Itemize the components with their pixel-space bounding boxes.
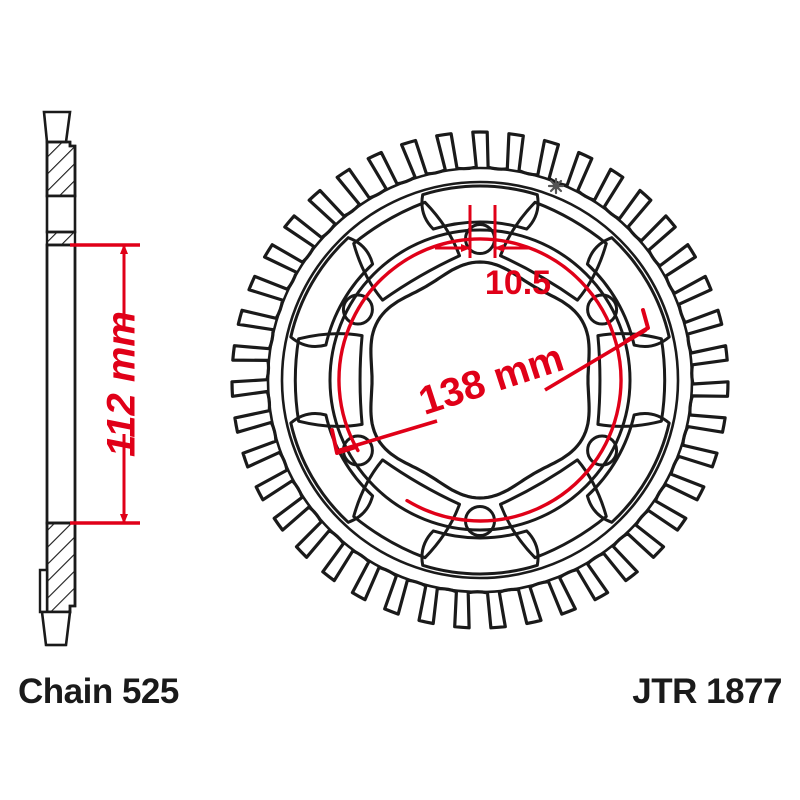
dimension-text-138: 138 mm (414, 336, 569, 424)
lightening-window (499, 458, 608, 560)
bolt-hole (341, 293, 374, 326)
rim-inner-circle (280, 180, 680, 580)
side-top-band (45, 194, 77, 234)
rim-scallop-window (585, 236, 671, 348)
lightening-window (596, 332, 667, 428)
side-top-ledge (45, 230, 77, 247)
part-number-label: JTR 1877 (632, 672, 782, 711)
rim-scallop-window (289, 236, 375, 348)
lightening-window (499, 200, 608, 302)
dimension-text-10-5: 10.5 (485, 264, 551, 302)
dim-arrow-138-left (330, 428, 358, 455)
rim-scallop-window (420, 529, 540, 576)
rim-scallop-window (585, 412, 671, 524)
side-top-tooth-tip (42, 110, 72, 144)
asterisk-mark (547, 177, 565, 195)
dimension-112mm: 112 mm (70, 243, 144, 525)
bolt-hole (586, 434, 619, 467)
side-bottom-section (45, 521, 77, 614)
dim-arrow-138-right (624, 308, 650, 343)
hub-boss-outer-circle (328, 228, 632, 532)
bolt-circle-arc (337, 237, 623, 523)
side-top-section (45, 140, 77, 198)
lightening-window (293, 332, 364, 428)
rim-scallop-window (420, 184, 540, 231)
side-profile-view: 112 mm (38, 110, 144, 647)
tooth-root-circle (266, 166, 694, 594)
lightening-window (352, 200, 461, 302)
side-web-plate (45, 243, 77, 525)
dimension-text-112: 112 mm (100, 311, 144, 457)
face-view: 138 mm 10.5 (230, 130, 730, 630)
side-bottom-tooth-tip (40, 610, 72, 647)
lightening-cutouts (293, 200, 667, 560)
center-bore-outline (369, 260, 591, 500)
dimension-10-5: 10.5 (435, 205, 551, 302)
side-bottom-step (38, 568, 49, 614)
bolt-hole (586, 293, 619, 326)
chain-size-label: Chain 525 (18, 672, 179, 711)
lightening-window (352, 458, 461, 560)
